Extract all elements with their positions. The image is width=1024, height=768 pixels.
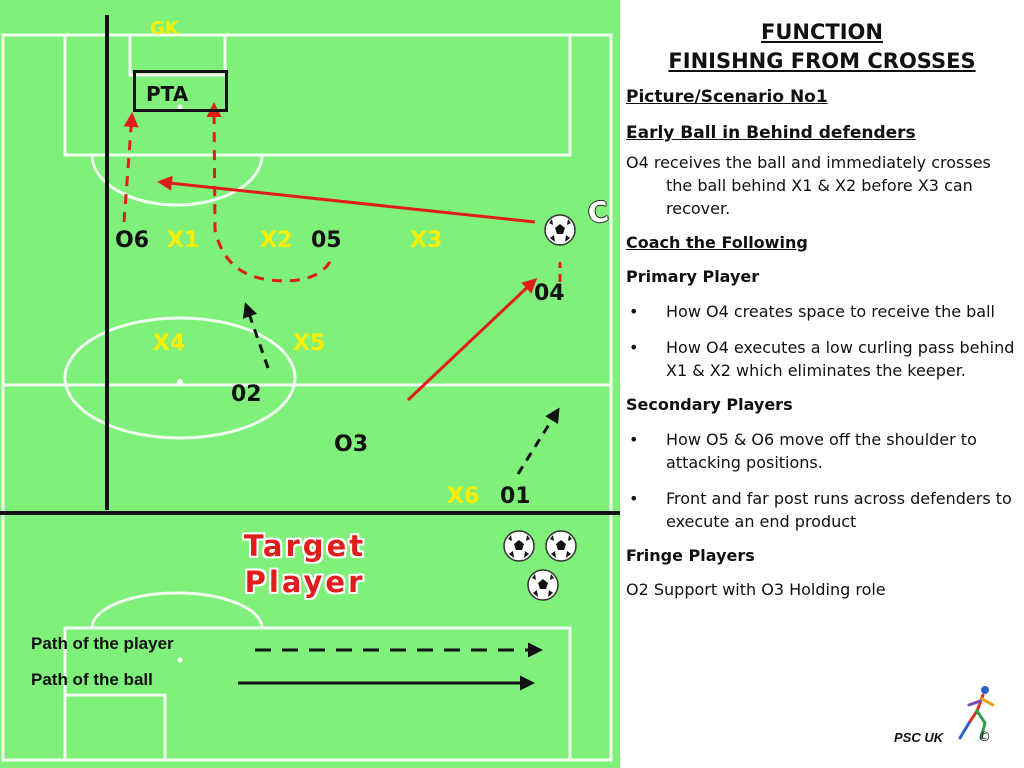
player-o1-label: 01	[500, 484, 531, 509]
list-item: • How O4 creates space to receive the ba…	[626, 300, 1018, 323]
primary-bullet-2: How O4 executes a low curling pass behin…	[666, 338, 1015, 380]
defender-x1-label: X1	[167, 228, 200, 253]
list-item: • How O5 & O6 move off the shoulder to a…	[626, 428, 1018, 474]
title-finishing: FINISHNG FROM CROSSES	[668, 49, 976, 73]
target-line: Target	[243, 529, 367, 563]
primary-bullet-1: How O4 creates space to receive the ball	[666, 302, 995, 321]
pass-to-o4-arrow	[406, 277, 538, 402]
list-item: • How O4 executes a low curling pass beh…	[626, 336, 1018, 382]
bullet-icon: •	[629, 338, 639, 357]
player-line: Player	[244, 565, 366, 599]
football-icon	[527, 569, 559, 601]
o2-support-arrow	[242, 302, 270, 369]
bullet-icon: •	[629, 430, 639, 449]
title-function: FUNCTION	[761, 20, 883, 44]
player-o6-label: O6	[115, 228, 150, 253]
player-o3-label: O3	[334, 432, 369, 457]
c-mark: C	[585, 194, 611, 231]
subtitle-heading: Early Ball in Behind defenders	[626, 123, 916, 143]
defender-x6-label: X6	[447, 484, 480, 509]
secondary-heading: Secondary Players	[626, 395, 793, 414]
pta-box: PTA	[133, 70, 228, 112]
player-o5-label: 05	[311, 228, 342, 253]
o1-run-arrow	[516, 407, 560, 475]
player-o4-label: 04	[534, 281, 565, 306]
pta-label: PTA	[146, 82, 189, 106]
fringe-heading: Fringe Players	[626, 546, 755, 565]
list-item: • Front and far post runs across defende…	[626, 487, 1018, 533]
player-o2-label: 02	[231, 382, 262, 407]
football-pitch	[0, 0, 620, 768]
defender-x3-label: X3	[410, 228, 443, 253]
fringe-text: O2 Support with O3 Holding role	[626, 580, 886, 599]
primary-heading: Primary Player	[626, 267, 760, 286]
o5-run-arrow	[206, 102, 332, 283]
runner-logo-icon	[958, 686, 995, 740]
copyright-mark: ©	[978, 730, 991, 745]
defender-x2-label: X2	[260, 228, 293, 253]
brand-label: PSC UK	[894, 730, 944, 745]
coach-heading: Coach the Following	[626, 233, 808, 252]
defender-x4-label: X4	[153, 331, 186, 356]
cross-arrow	[157, 175, 536, 224]
scenario-heading: Picture/Scenario No1	[626, 87, 828, 107]
target-player-heading: Target Player	[185, 528, 425, 600]
legend-ball-path: Path of the ball	[31, 670, 153, 689]
description-text: O4 receives the ball and immediately cro…	[626, 153, 991, 218]
football-icon	[503, 530, 535, 562]
secondary-bullet-1: How O5 & O6 move off the shoulder to att…	[666, 430, 977, 472]
secondary-bullet-2: Front and far post runs across defenders…	[666, 489, 1012, 531]
football-icon	[544, 214, 576, 246]
bullet-icon: •	[629, 489, 639, 508]
gk-label: GK	[150, 18, 179, 39]
defender-x5-label: X5	[293, 331, 326, 356]
football-icon	[545, 530, 577, 562]
legend-player-path: Path of the player	[31, 634, 174, 653]
bullet-icon: •	[629, 302, 639, 321]
description-panel: FUNCTION FINISHNG FROM CROSSES Picture/S…	[626, 18, 1018, 601]
